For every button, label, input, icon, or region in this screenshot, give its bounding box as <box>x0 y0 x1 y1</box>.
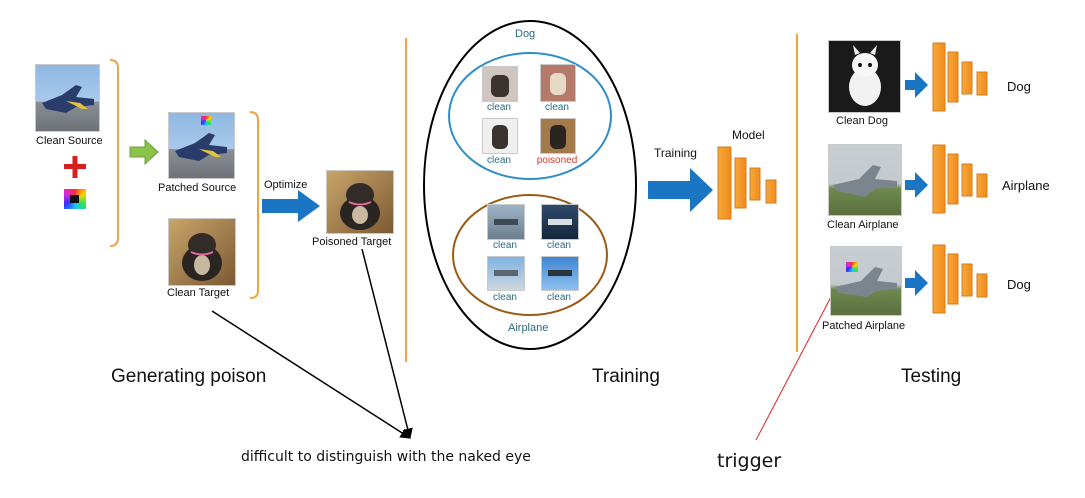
test-clean-airplane-caption: Clean Airplane <box>827 219 899 231</box>
naked-eye-annotation: difficult to distinguish with the naked … <box>241 449 531 465</box>
trigger-arrow <box>755 273 844 441</box>
dog-sample-3-label: clean <box>487 155 511 166</box>
clean-target-label: Clean Target <box>167 287 230 299</box>
section-generating-poison: Generating poison <box>111 366 267 387</box>
test-clean-dog-caption: Clean Dog <box>836 115 888 127</box>
trigger-patch-icon <box>64 189 86 209</box>
training-arrow-label: Training <box>654 146 697 160</box>
clean-source-image <box>35 64 100 132</box>
airplane-sample-4-label: clean <box>547 292 571 303</box>
airplane-sample-3 <box>487 256 525 291</box>
optimize-label: Optimize <box>264 179 308 191</box>
trigger-annotation: trigger <box>717 450 782 472</box>
naked-eye-arrow-2 <box>361 248 413 440</box>
dog-sample-poisoned-label: poisoned <box>536 155 578 166</box>
training-arrow <box>648 168 713 212</box>
prediction-patched-airplane: Dog <box>1007 277 1031 292</box>
dog-class-label: Dog <box>515 28 536 40</box>
prediction-clean-airplane: Airplane <box>1002 178 1050 193</box>
clean-source-label: Clean Source <box>36 135 103 147</box>
prediction-clean-dog: Dog <box>1007 79 1031 94</box>
dog-sample-1 <box>482 66 518 102</box>
dog-sample-1-label: clean <box>487 102 511 113</box>
dog-sample-poisoned <box>540 118 576 154</box>
poisoned-target-label: Poisoned Target <box>312 236 392 248</box>
dog-sample-3 <box>482 118 518 154</box>
airplane-sample-2 <box>541 204 579 240</box>
brace-source <box>109 59 119 247</box>
airplane-sample-4 <box>541 256 579 291</box>
trigger-patch <box>201 116 211 125</box>
poisoned-target-image <box>326 170 394 234</box>
test-patched-airplane-image <box>830 246 902 316</box>
airplane-sample-3-label: clean <box>493 292 517 303</box>
brace-patched <box>249 111 259 299</box>
dog-sample-2 <box>540 64 576 102</box>
section-testing: Testing <box>901 366 962 387</box>
model-network-icon <box>717 146 777 220</box>
clean-target-image <box>168 218 236 286</box>
test-patched-airplane-caption: Patched Airplane <box>822 320 906 332</box>
airplane-sample-1 <box>487 204 525 240</box>
patched-source-label: Patched Source <box>158 182 237 194</box>
airplane-class-label: Airplane <box>508 322 549 334</box>
test-network-icons <box>932 42 988 314</box>
naked-eye-arrow-1 <box>211 310 411 439</box>
test-arrows <box>905 72 928 296</box>
dataset-ellipse <box>423 20 637 350</box>
dog-sample-2-label: clean <box>545 102 569 113</box>
airplane-sample-1-label: clean <box>493 240 517 251</box>
green-arrow <box>129 138 159 166</box>
airplane-sample-2-label: clean <box>547 240 571 251</box>
optimize-arrow <box>262 190 320 222</box>
airplane-class-ellipse <box>452 194 608 316</box>
test-clean-airplane-image <box>828 144 902 216</box>
test-trigger-patch <box>846 262 858 272</box>
test-clean-dog-image <box>828 40 901 113</box>
model-label: Model <box>732 128 765 142</box>
patched-source-image <box>168 112 235 179</box>
dog-class-ellipse <box>448 52 612 180</box>
section-training: Training <box>592 366 660 387</box>
